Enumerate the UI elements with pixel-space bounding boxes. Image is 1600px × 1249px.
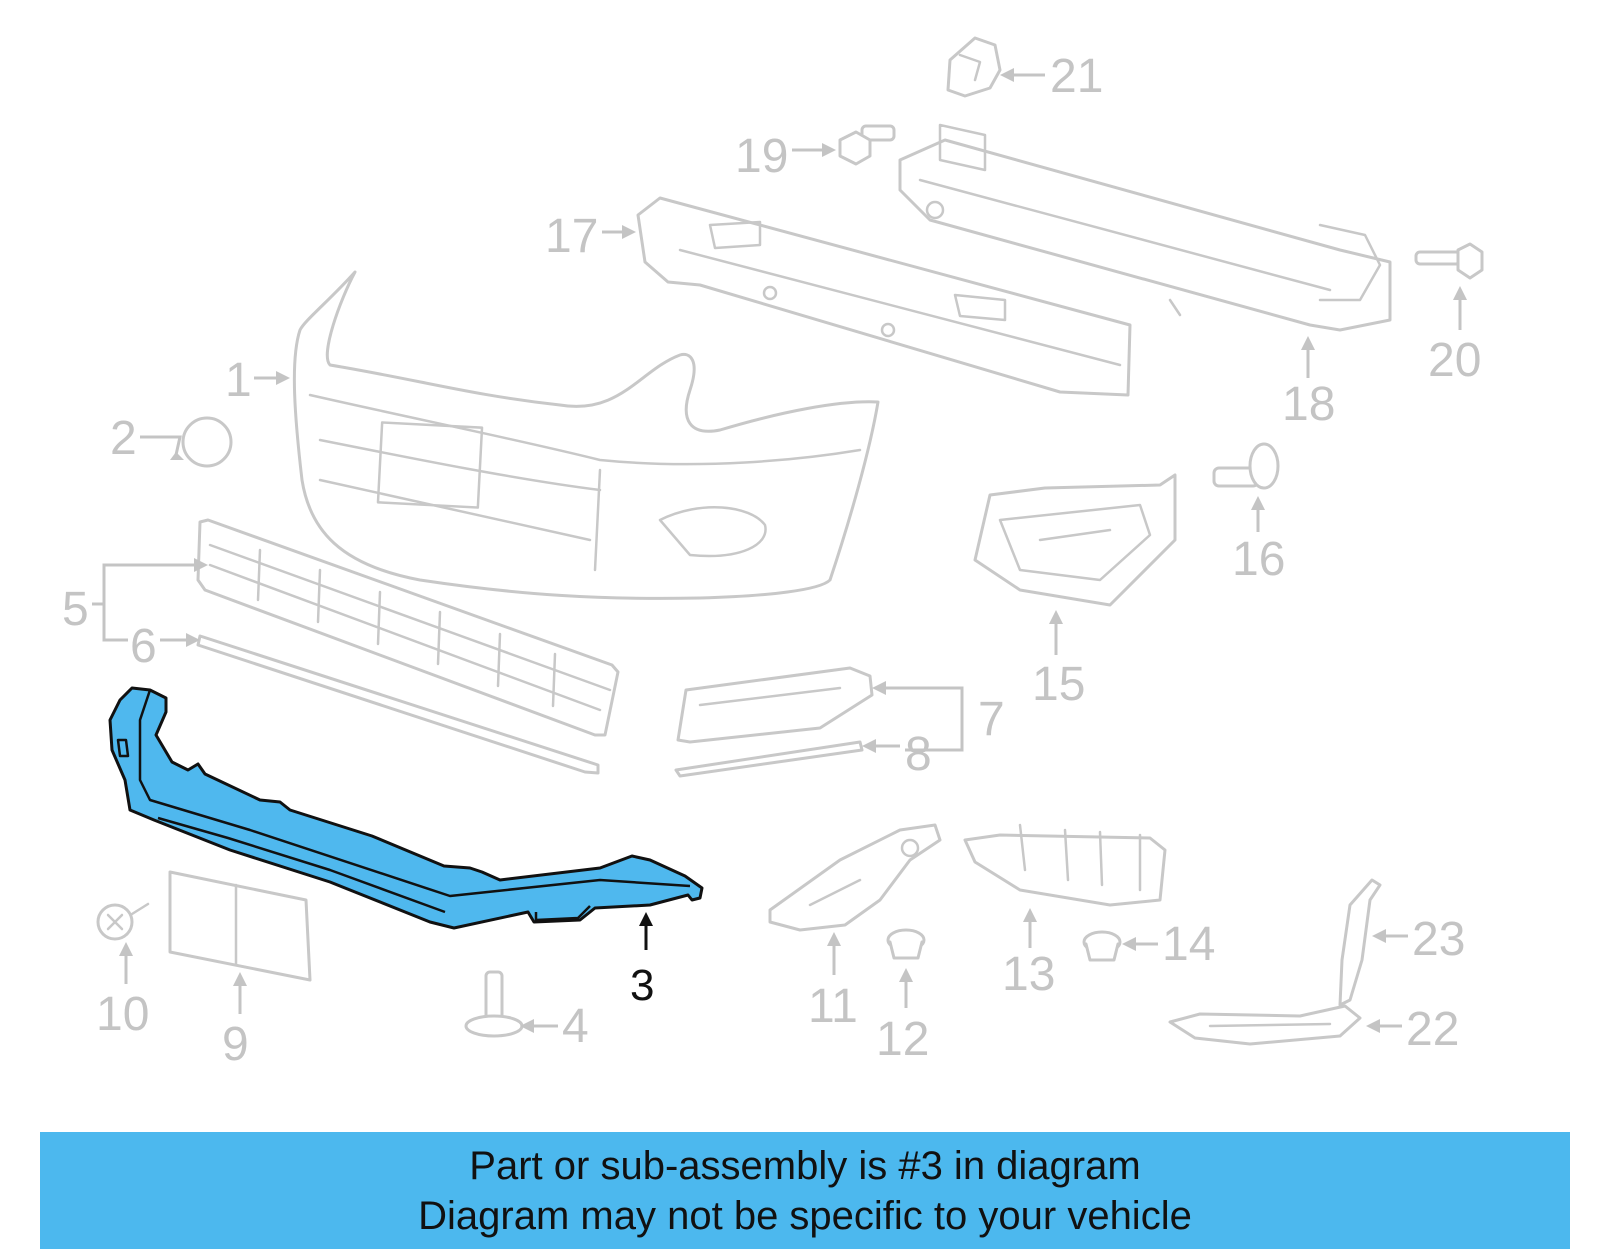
part-16-bolt[interactable] [1212, 442, 1280, 490]
callout-10: 10 [96, 988, 149, 1041]
arrow-14 [1122, 937, 1136, 951]
arrow-5 [194, 558, 208, 572]
callout-20: 20 [1428, 334, 1481, 387]
callout-7: 7 [978, 693, 1005, 746]
callout-23: 23 [1412, 913, 1465, 966]
arrow-3 [639, 912, 653, 926]
arrow-15 [1049, 610, 1063, 624]
part-18-impact-bar[interactable] [898, 123, 1392, 332]
callout-1: 1 [225, 354, 252, 407]
part-14-nut[interactable] [1082, 930, 1122, 962]
arrow-11 [827, 932, 841, 946]
arrow-4 [520, 1019, 534, 1033]
leader-5b [102, 604, 128, 642]
part-5-grille[interactable] [196, 518, 620, 737]
arrow-18 [1301, 336, 1315, 350]
arrow-17 [622, 225, 636, 239]
arrow-22 [1366, 1019, 1380, 1033]
part-12-nut[interactable] [886, 928, 926, 960]
callout-8: 8 [905, 728, 932, 781]
callout-14: 14 [1162, 918, 1215, 971]
part-10-clip[interactable] [96, 902, 150, 941]
arrow-8 [862, 739, 876, 753]
leader-7 [880, 686, 964, 752]
callout-13: 13 [1002, 948, 1055, 1001]
callout-18: 18 [1282, 378, 1335, 431]
part-15-bracket[interactable] [973, 473, 1177, 607]
arrow-20 [1453, 286, 1467, 300]
part-3-lower-spoiler[interactable] [108, 686, 704, 930]
arrow-6 [186, 633, 200, 647]
callout-11: 11 [808, 980, 858, 1033]
part-9-license-bracket[interactable] [168, 870, 312, 982]
leader-2 [140, 435, 182, 456]
callout-17: 17 [545, 210, 598, 263]
part-2-tow-cap[interactable] [181, 416, 233, 468]
arrow-2 [170, 452, 184, 460]
callout-21: 21 [1050, 50, 1103, 103]
arrow-13 [1023, 908, 1037, 922]
part-6-trim-strip[interactable] [196, 634, 600, 775]
arrow-19 [822, 143, 836, 157]
part-19-bolt[interactable] [838, 124, 896, 166]
callout-16: 16 [1232, 533, 1285, 586]
parts-diagram: 21 19 18 20 17 [62, 36, 1484, 1071]
part-21-bracket[interactable] [946, 36, 1002, 98]
part-4-screw[interactable] [464, 970, 524, 1038]
callout-3: 3 [630, 961, 654, 1010]
callout-6: 6 [130, 620, 157, 673]
arrow-23 [1372, 929, 1386, 943]
arrow-16 [1251, 496, 1265, 510]
callout-9: 9 [222, 1018, 249, 1071]
callout-19: 19 [735, 130, 788, 183]
part-17-energy-absorber[interactable] [636, 196, 1132, 397]
leader-5 [92, 563, 198, 606]
arrow-1 [276, 371, 290, 385]
part-13-guide-bracket[interactable] [963, 823, 1167, 907]
arrow-7 [872, 681, 886, 695]
callout-2: 2 [110, 412, 137, 465]
part-11-bracket[interactable] [768, 823, 942, 932]
arrow-9 [233, 972, 247, 986]
part-22-lower-trim[interactable] [1168, 1004, 1362, 1046]
banner-line-1: Part or sub-assembly is #3 in diagram [469, 1143, 1141, 1188]
part-7-fog-trim[interactable] [676, 666, 874, 744]
arrow-21 [1000, 68, 1014, 82]
part-8-trim-strip[interactable] [674, 740, 864, 778]
callout-4: 4 [562, 1000, 589, 1053]
callout-5: 5 [62, 583, 89, 636]
callout-22: 22 [1406, 1003, 1459, 1056]
callout-12: 12 [876, 1013, 929, 1066]
info-banner: Part or sub-assembly is #3 in diagram Di… [40, 1132, 1570, 1249]
callout-15: 15 [1032, 658, 1085, 711]
arrow-10 [119, 942, 133, 956]
part-20-bolt[interactable] [1414, 242, 1484, 280]
part-23-side-trim[interactable] [1338, 878, 1382, 1007]
arrow-12 [899, 968, 913, 982]
part-1-bumper-cover[interactable] [292, 270, 880, 600]
banner-line-2: Diagram may not be specific to your vehi… [418, 1193, 1192, 1238]
